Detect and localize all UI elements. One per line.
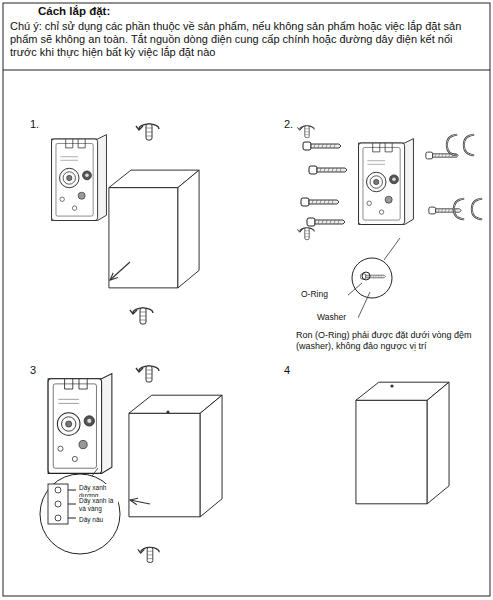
part-name: Washer [316,312,358,322]
part-name: O-Ring [300,289,348,299]
heading: Cách lắp đặt: [38,5,110,19]
step-number: 3 [30,364,50,377]
instruction-note: Ron (O-Ring) phải được đặt dưới vòng đệm… [296,330,486,351]
wire-label: Dây xanh lá và vàng [78,497,118,512]
step-number: 2. [284,118,304,131]
safety-note: Chú ý: chỉ sử dụng các phần thuộc về sản… [10,20,482,59]
step-number: 1. [30,118,50,131]
step-number: 4 [284,364,304,377]
wire-label: Dây nâu [78,516,118,524]
